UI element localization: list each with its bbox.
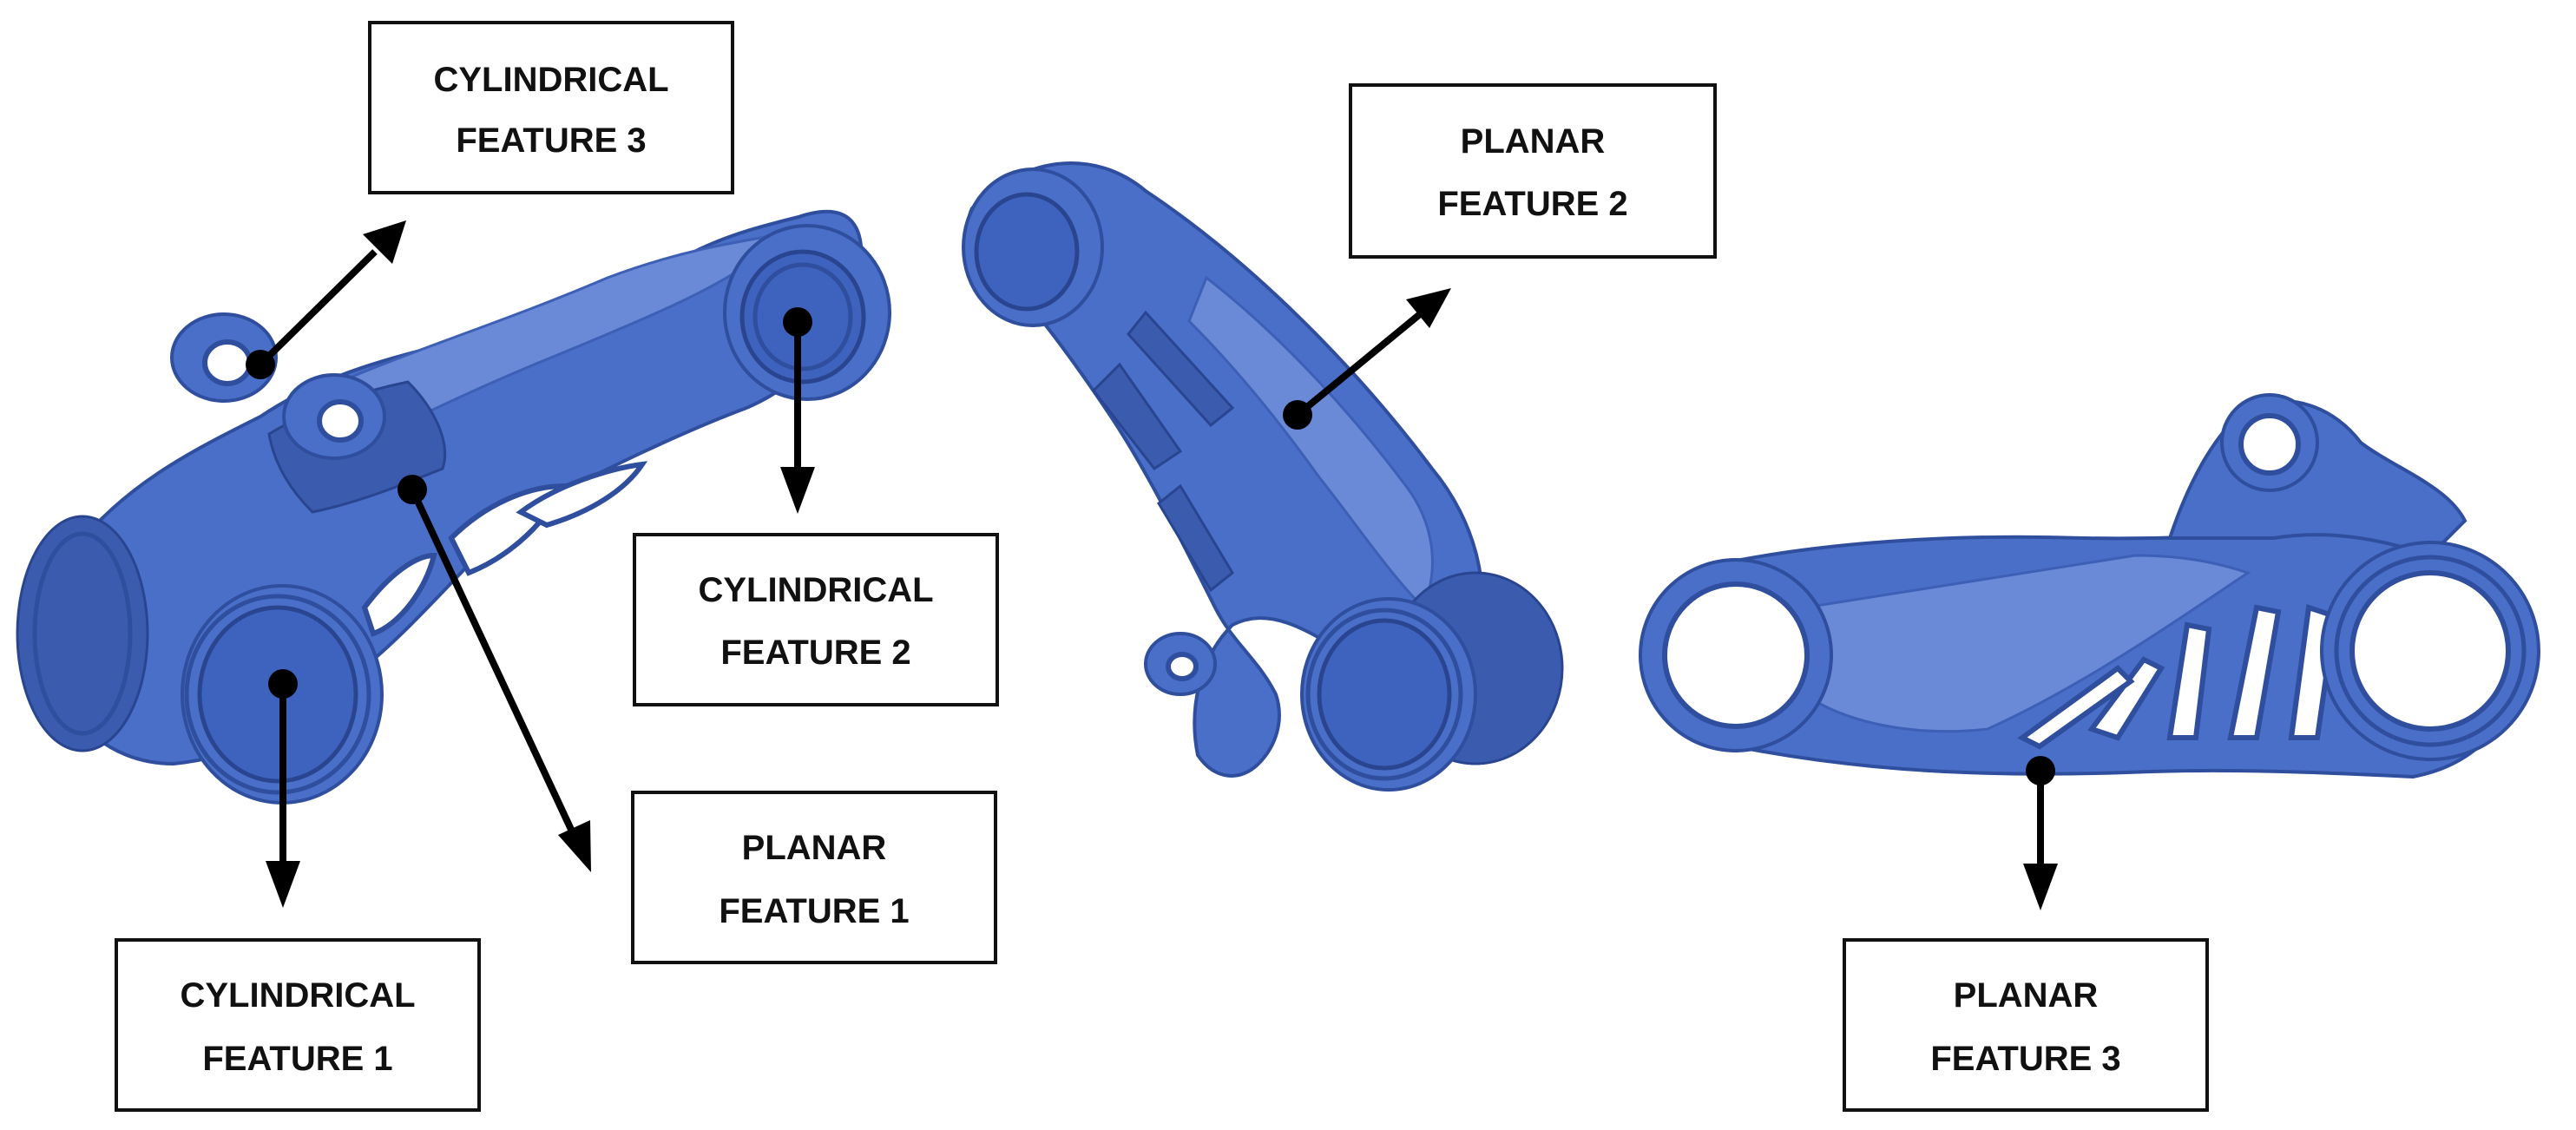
callout-arrow-cylindrical-3 <box>246 220 406 379</box>
callout-arrow-cylindrical-1 <box>266 669 300 908</box>
label-cylindrical-feature-2: CYLINDRICAL FEATURE 2 <box>633 533 999 706</box>
svg-text:FEATURE 2: FEATURE 2 <box>720 634 910 672</box>
label-cylindrical-feature-3: CYLINDRICAL FEATURE 3 <box>368 21 734 194</box>
svg-text:FEATURE 3: FEATURE 3 <box>456 122 646 160</box>
callout-arrow-planar-3 <box>2023 756 2058 910</box>
label-planar-feature-2: PLANAR FEATURE 2 <box>1349 83 1717 259</box>
svg-text:FEATURE 2: FEATURE 2 <box>1437 185 1627 223</box>
bracket-view-middle <box>962 161 1564 792</box>
label-cylindrical-feature-1: CYLINDRICAL FEATURE 1 <box>115 938 481 1112</box>
svg-text:PLANAR: PLANAR <box>1461 122 1606 161</box>
label-planar-feature-1: PLANAR FEATURE 1 <box>631 791 997 964</box>
svg-text:FEATURE 1: FEATURE 1 <box>202 1040 392 1078</box>
svg-text:PLANAR: PLANAR <box>742 829 887 867</box>
svg-text:CYLINDRICAL: CYLINDRICAL <box>433 61 668 99</box>
svg-text:CYLINDRICAL: CYLINDRICAL <box>698 571 933 609</box>
label-planar-feature-3: PLANAR FEATURE 3 <box>1843 938 2209 1112</box>
callout-arrow-planar-1 <box>398 475 591 872</box>
bracket-view-left <box>16 209 891 805</box>
svg-text:PLANAR: PLANAR <box>1954 976 2099 1015</box>
svg-text:CYLINDRICAL: CYLINDRICAL <box>180 976 415 1015</box>
svg-text:FEATURE 3: FEATURE 3 <box>1930 1040 2120 1078</box>
svg-text:FEATURE 1: FEATURE 1 <box>719 892 909 930</box>
bracket-view-right <box>1639 393 2540 779</box>
callout-arrow-planar-2 <box>1283 288 1451 430</box>
callout-arrow-cylindrical-2 <box>780 307 815 514</box>
